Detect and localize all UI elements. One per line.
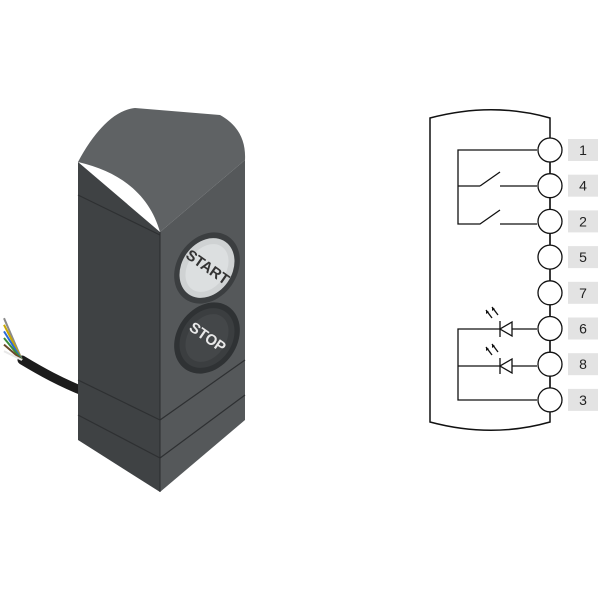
terminal-5	[537, 244, 563, 270]
pin-badge-5	[568, 246, 598, 269]
terminal-1	[537, 137, 563, 163]
product-illustration: START STOP	[3, 108, 254, 492]
terminal-3	[537, 387, 563, 413]
pin-number-2: 2	[579, 213, 587, 229]
pin-number-1: 1	[579, 142, 587, 158]
terminal-8	[537, 351, 563, 377]
pin-badge-7	[568, 281, 598, 304]
terminal-6	[537, 315, 563, 342]
wire	[3, 350, 23, 361]
terminal-7	[537, 280, 563, 306]
pin-number-5: 5	[579, 249, 587, 265]
housing-seam-lower-left	[77, 379, 161, 421]
pin-number-8: 8	[579, 356, 587, 372]
stop-button[interactable]: STOP	[161, 290, 254, 387]
switch-contacts	[457, 149, 537, 225]
terminal-2	[537, 208, 563, 235]
housing-left-face	[78, 162, 160, 492]
terminal-list: 1 4 2 5 7 6 8 3	[537, 137, 598, 413]
pin-badge-1	[568, 139, 598, 161]
housing-seam-upper	[77, 194, 161, 236]
pin-badge-4	[568, 174, 598, 197]
enclosure-outline	[429, 109, 551, 431]
housing-seam-bottom-left	[77, 414, 161, 459]
led-arrowheads	[486, 307, 495, 351]
housing-seam-lower-front	[159, 359, 246, 421]
pin-number-4: 4	[579, 178, 587, 194]
terminal-4	[537, 173, 563, 199]
cable	[17, 355, 90, 397]
pin-badge-6	[568, 317, 598, 340]
pin-badge-8	[568, 353, 598, 376]
pin-number-6: 6	[579, 321, 587, 337]
led-indicators	[457, 306, 537, 401]
housing-top	[78, 108, 246, 232]
pin-badge-3	[568, 388, 598, 411]
housing-seam-bottom-front	[159, 394, 246, 459]
wiring-schematic: 1 4 2 5 7 6 8 3	[429, 109, 598, 431]
start-button[interactable]: START	[161, 220, 254, 317]
wire-bundle	[3, 317, 23, 361]
pin-number-3: 3	[579, 392, 587, 408]
pin-badge-2	[568, 210, 598, 233]
pin-number-7: 7	[579, 285, 587, 301]
